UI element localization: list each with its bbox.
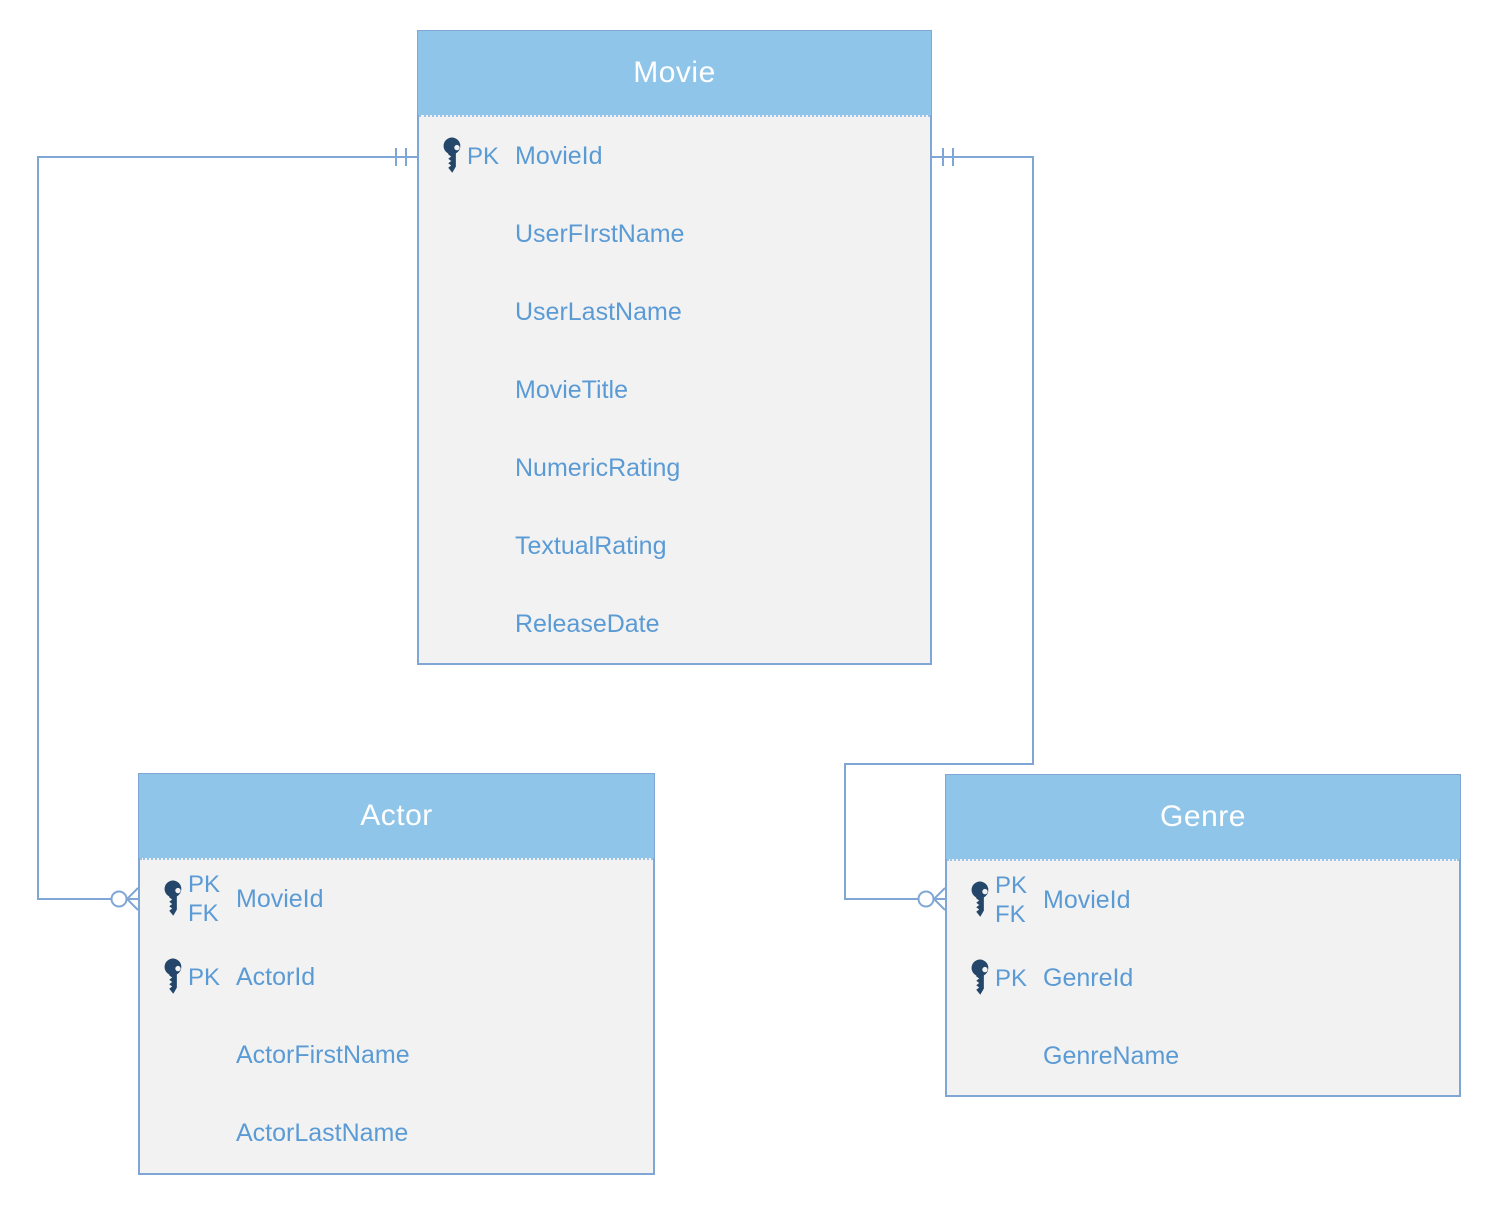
- attribute-row: ReleaseDate: [419, 585, 930, 663]
- entity-movie[interactable]: Movie PK MovieId UserFIrstName: [417, 30, 932, 665]
- key-icon-cell: [969, 881, 995, 919]
- primary-key-icon: [164, 958, 182, 995]
- entity-actor[interactable]: Actor PK FK MovieId: [138, 773, 655, 1175]
- movie-genre-connector-line: [844, 156, 1034, 900]
- attribute-row: PK ActorId: [140, 938, 653, 1016]
- attribute-name: GenreId: [1043, 963, 1134, 992]
- attribute-row: TextualRating: [419, 507, 930, 585]
- entity-actor-attributes: PK FK MovieId PK ActorId: [140, 858, 653, 1173]
- attribute-name: MovieTitle: [515, 375, 628, 404]
- key-icon-cell: [162, 880, 188, 918]
- attribute-name: UserLastName: [515, 297, 682, 326]
- attribute-row: PK GenreId: [947, 939, 1459, 1017]
- attribute-row: UserFIrstName: [419, 195, 930, 273]
- entity-actor-title: Actor: [360, 799, 433, 832]
- key-icon-cell: [969, 959, 995, 997]
- attribute-row: ActorFirstName: [140, 1017, 653, 1095]
- key-icon-cell: [162, 958, 188, 996]
- attribute-name: UserFIrstName: [515, 219, 685, 248]
- primary-key-icon: [971, 959, 989, 995]
- attribute-row: NumericRating: [419, 429, 930, 507]
- key-label: PK FK: [188, 871, 221, 928]
- key-label: PK: [188, 963, 221, 991]
- relationship-movie-actor[interactable]: [37, 148, 417, 911]
- entity-actor-header: Actor: [139, 774, 654, 858]
- crows-foot: [933, 887, 946, 911]
- exactly-one-tick-marks: [942, 148, 954, 166]
- attribute-name: ActorId: [236, 962, 316, 991]
- attribute-row: MovieTitle: [419, 351, 930, 429]
- attribute-name: ActorFirstName: [236, 1041, 410, 1070]
- zero-or-many-ring: [110, 890, 128, 908]
- crows-foot: [126, 887, 139, 911]
- key-label: PK: [995, 964, 1028, 992]
- exactly-one-tick-marks: [395, 148, 407, 166]
- entity-movie-attributes: PK MovieId UserFIrstName UserLastName Mo…: [419, 115, 930, 663]
- attribute-row: GenreName: [947, 1017, 1459, 1095]
- primary-key-icon: [443, 137, 461, 173]
- key-label: PK: [467, 142, 500, 170]
- entity-genre-header: Genre: [946, 775, 1460, 859]
- attribute-name: ActorLastName: [236, 1119, 409, 1148]
- attribute-name: TextualRating: [515, 531, 667, 560]
- entity-genre-title: Genre: [1160, 800, 1246, 833]
- attribute-row: PK FK MovieId: [947, 861, 1459, 939]
- primary-key-icon: [164, 880, 182, 916]
- key-icon-cell: [441, 137, 467, 175]
- entity-genre-attributes: PK FK MovieId PK GenreId: [947, 859, 1459, 1095]
- zero-or-many-ring: [917, 890, 935, 908]
- entity-genre[interactable]: Genre PK FK MovieId: [945, 774, 1461, 1097]
- movie-actor-connector-line: [37, 156, 417, 900]
- attribute-row: UserLastName: [419, 273, 930, 351]
- attribute-name: MovieId: [515, 141, 603, 170]
- attribute-name: MovieId: [236, 884, 324, 913]
- attribute-name: GenreName: [1043, 1041, 1180, 1070]
- key-label: PK FK: [995, 872, 1028, 928]
- attribute-row: PK MovieId: [419, 117, 930, 195]
- primary-key-icon: [971, 881, 989, 917]
- entity-movie-header: Movie: [418, 31, 931, 115]
- relationship-movie-genre[interactable]: [844, 148, 1034, 911]
- attribute-row: ActorLastName: [140, 1095, 653, 1173]
- entity-movie-title: Movie: [633, 56, 716, 89]
- attribute-name: ReleaseDate: [515, 609, 660, 638]
- attribute-name: MovieId: [1043, 885, 1131, 914]
- attribute-row: PK FK MovieId: [140, 860, 653, 938]
- attribute-name: NumericRating: [515, 453, 681, 482]
